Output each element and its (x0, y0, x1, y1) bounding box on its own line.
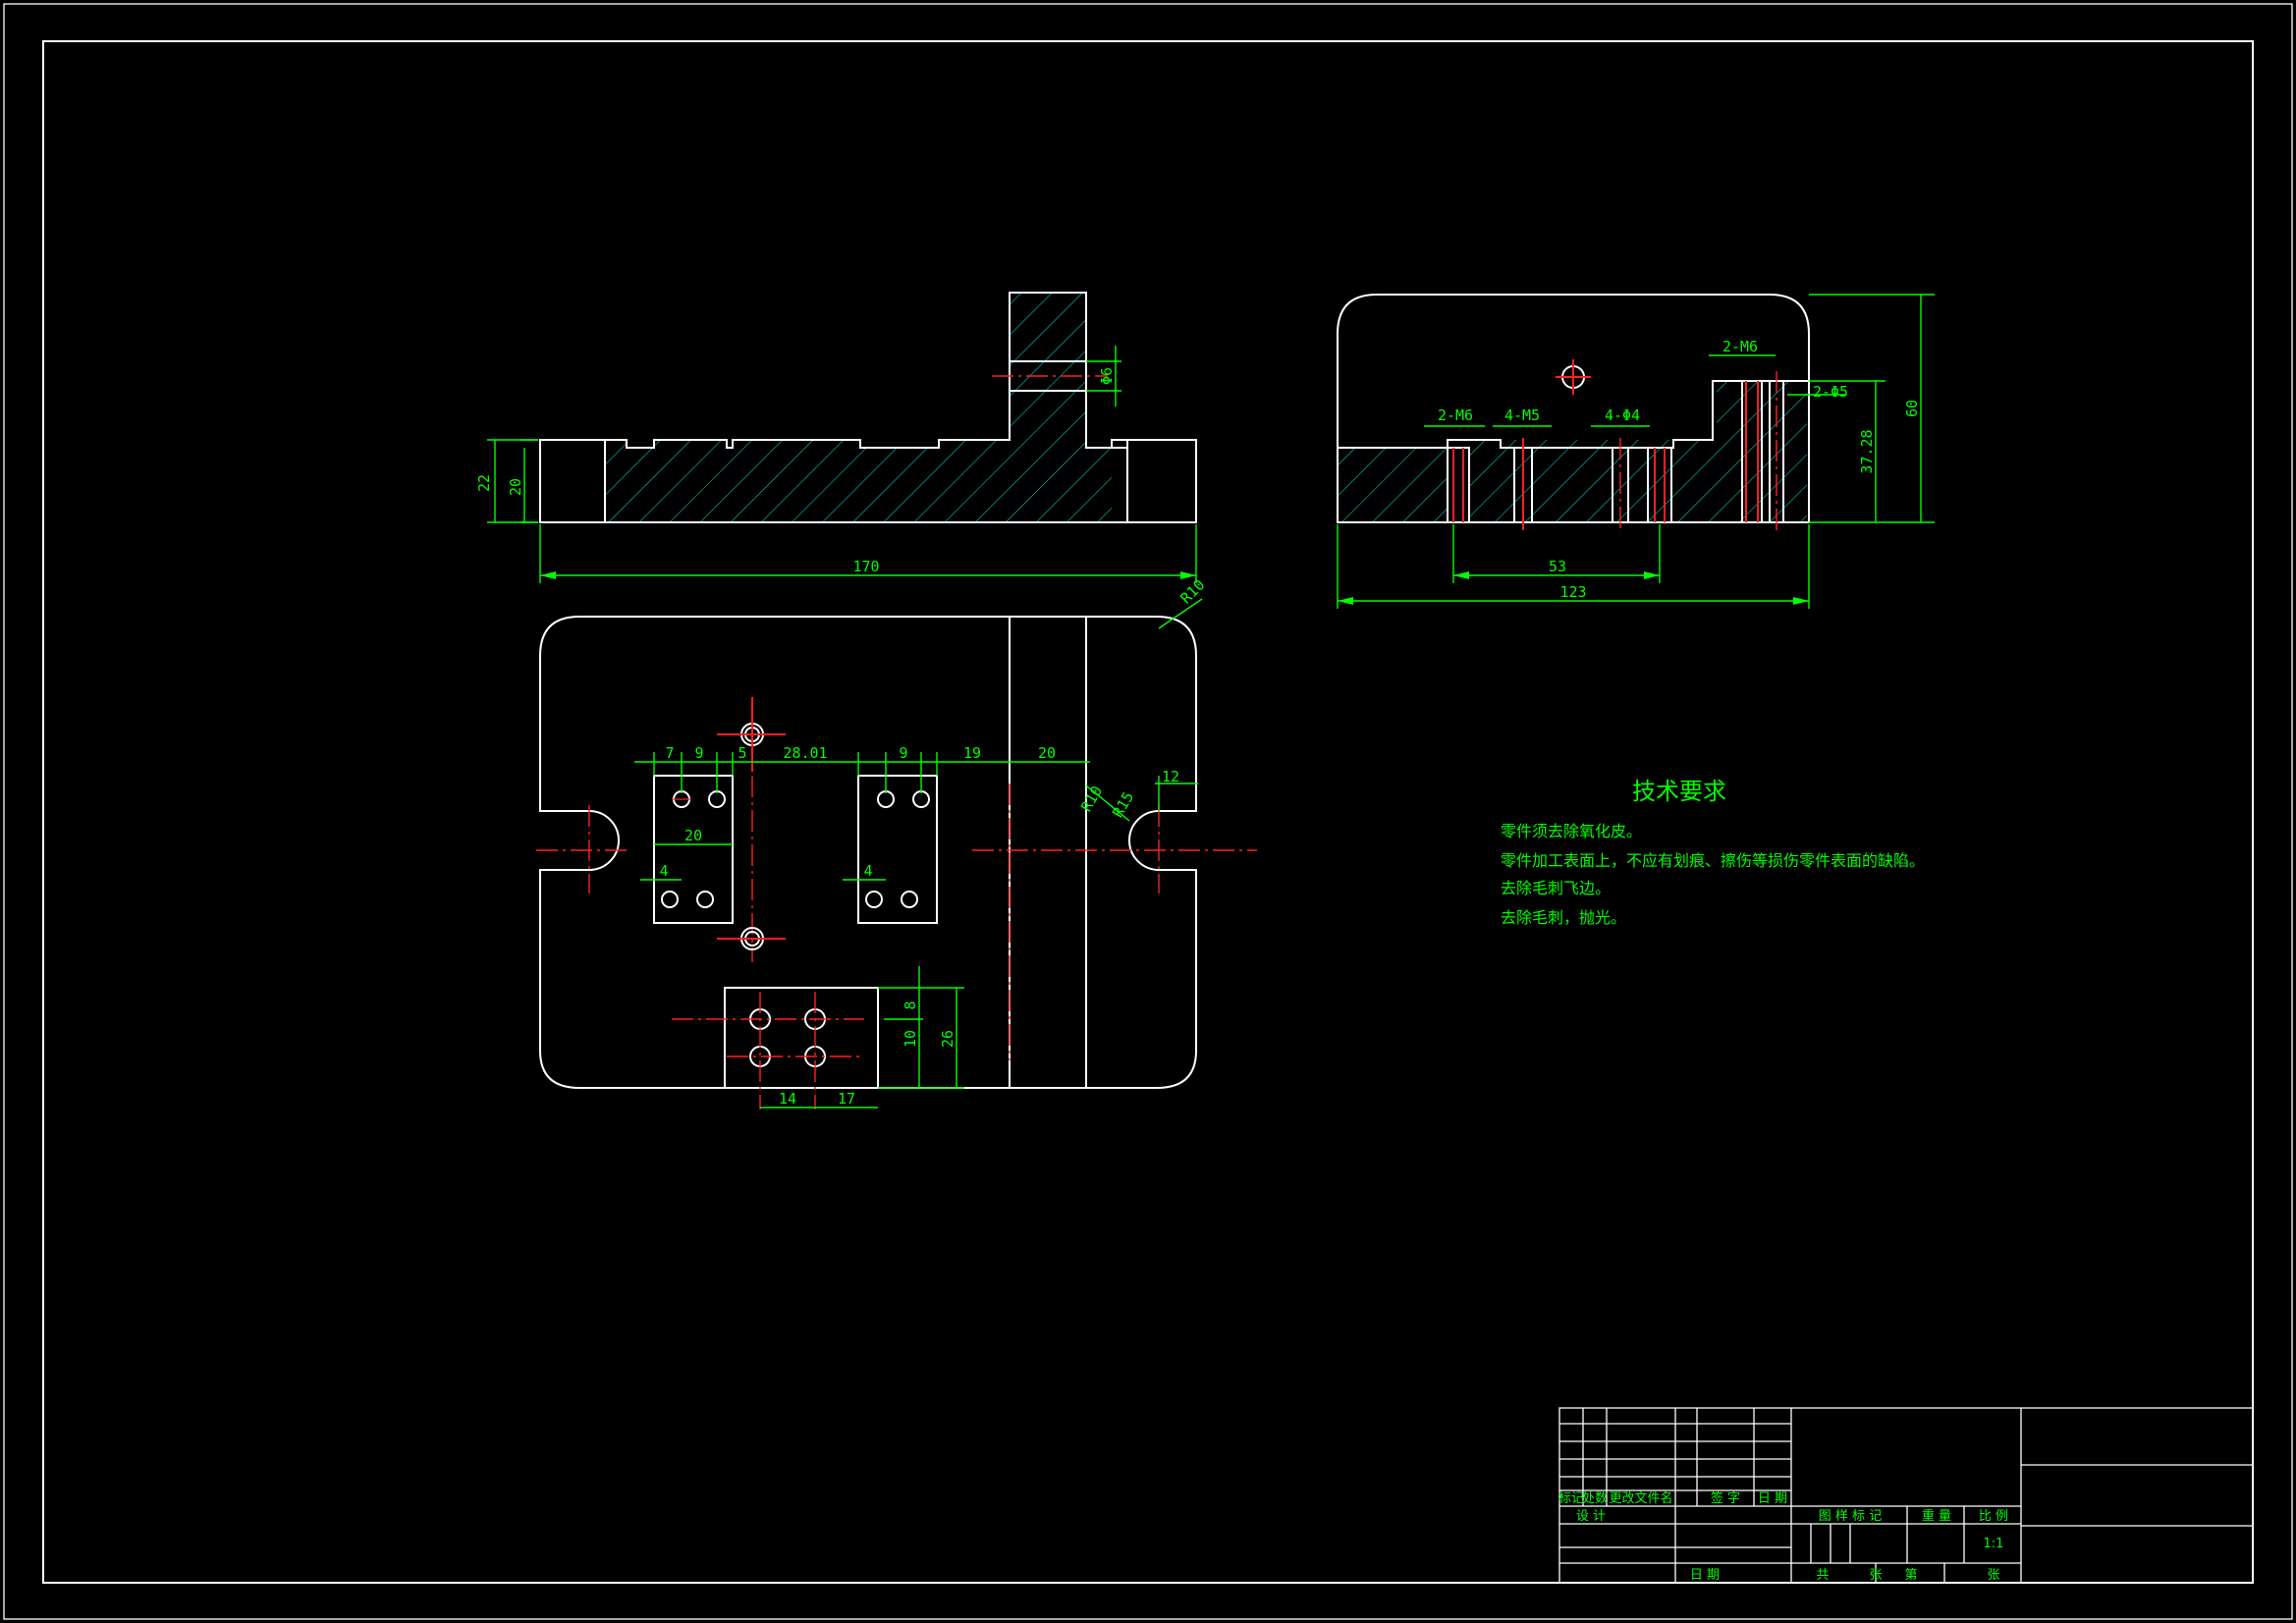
dim-22: 22 (475, 474, 493, 492)
dim-r10-corner: R10 (1177, 576, 1209, 608)
top-outline (539, 616, 1197, 1089)
tech-item-4: 去除毛刺，抛光。 (1501, 908, 1626, 927)
dim-r10-slot: R10 (1077, 783, 1106, 814)
dim-20: 20 (507, 478, 524, 496)
tech-item-2: 零件加工表面上，不应有划痕、擦伤等损伤零件表面的缺陷。 (1501, 851, 1925, 870)
dim-8: 8 (902, 1001, 919, 1009)
dim-26: 26 (939, 1030, 957, 1048)
dim-10: 10 (902, 1030, 919, 1048)
side-section-view: 2-M6 4-M5 4-Φ4 2-M6 2-Φ5 53 123 60 37.28 (1337, 294, 1935, 609)
tech-item-1: 零件须去除氧化皮。 (1501, 822, 1642, 840)
dim-4a: 4 (659, 862, 668, 880)
front-section-view: 22 20 170 Φ6 (475, 292, 1197, 583)
pocket-right (857, 775, 938, 924)
callout-2phi5: 2-Φ5 (1813, 383, 1848, 401)
tb-sheet-no: 第 (1904, 1568, 1917, 1583)
section-holes (1447, 371, 1784, 530)
tb-design: 设 计 (1576, 1509, 1606, 1524)
tech-title: 技术要求 (1632, 778, 1726, 805)
pocket-bottom (724, 987, 879, 1089)
dim-4b: 4 (863, 862, 872, 880)
dim-53: 53 (1549, 558, 1566, 575)
tb-rev-count: 处数 (1582, 1491, 1608, 1506)
outer-border (3, 3, 2293, 1620)
dim-20a: 20 (1038, 744, 1056, 762)
dim-phi6: Φ6 (1098, 367, 1116, 385)
dim-123: 123 (1559, 583, 1586, 601)
tb-total: 共 (1816, 1568, 1829, 1583)
tb-rev-doc: 更改文件名 (1609, 1490, 1672, 1506)
dim-5: 5 (738, 744, 746, 762)
tb-scale-label: 比 例 (1979, 1509, 2008, 1524)
callout-4m5: 4-M5 (1504, 406, 1540, 424)
tb-weight: 重 量 (1922, 1508, 1951, 1524)
dim-170: 170 (852, 558, 879, 575)
dim-r15: R15 (1109, 788, 1137, 820)
dim-12: 12 (1162, 768, 1179, 785)
top-view: R10 R10 R15 7 9 5 28.01 9 19 20 12 20 4 … (536, 576, 1257, 1109)
dim-9a: 9 (694, 744, 703, 762)
dim-9b: 9 (899, 744, 907, 762)
pocket-left (653, 775, 734, 924)
tb-rev-sign: 签 字 (1711, 1490, 1740, 1506)
inner-border (42, 40, 2254, 1584)
dim-19: 19 (963, 744, 981, 762)
callout-2m6-left: 2-M6 (1438, 406, 1473, 424)
tb-pattern-mark: 图 样 标 记 (1819, 1509, 1882, 1524)
callout-4phi4: 4-Φ4 (1605, 406, 1640, 424)
callout-2m6-right: 2-M6 (1722, 338, 1758, 355)
hatch-region (605, 293, 1112, 522)
title-block: 标记 处数 更改文件名 签 字 日 期 设 计 日 期 图 样 标 记 重 量 … (1558, 1407, 2254, 1584)
tb-sheets-b: 张 (1987, 1568, 1999, 1583)
dim-14: 14 (779, 1090, 796, 1108)
tech-item-3: 去除毛刺飞边。 (1501, 879, 1611, 897)
front-outline (540, 292, 1197, 523)
tb-rev-date: 日 期 (1758, 1491, 1787, 1506)
dim-17: 17 (838, 1090, 855, 1108)
tb-scale-value: 1:1 (1984, 1537, 2004, 1551)
dim-20b: 20 (684, 827, 702, 844)
dim-28-01: 28.01 (783, 744, 827, 762)
dim-60: 60 (1903, 400, 1921, 417)
dim-7: 7 (665, 744, 674, 762)
tb-date: 日 期 (1690, 1568, 1720, 1583)
side-outline (1337, 294, 1810, 523)
technical-requirements: 技术要求 零件须去除氧化皮。 零件加工表面上，不应有划痕、擦伤等损伤零件表面的缺… (1501, 778, 1925, 927)
tb-sheets-a: 张 (1869, 1568, 1882, 1583)
tb-rev-mark: 标记 (1558, 1491, 1584, 1506)
dim-37-28: 37.28 (1858, 429, 1876, 473)
